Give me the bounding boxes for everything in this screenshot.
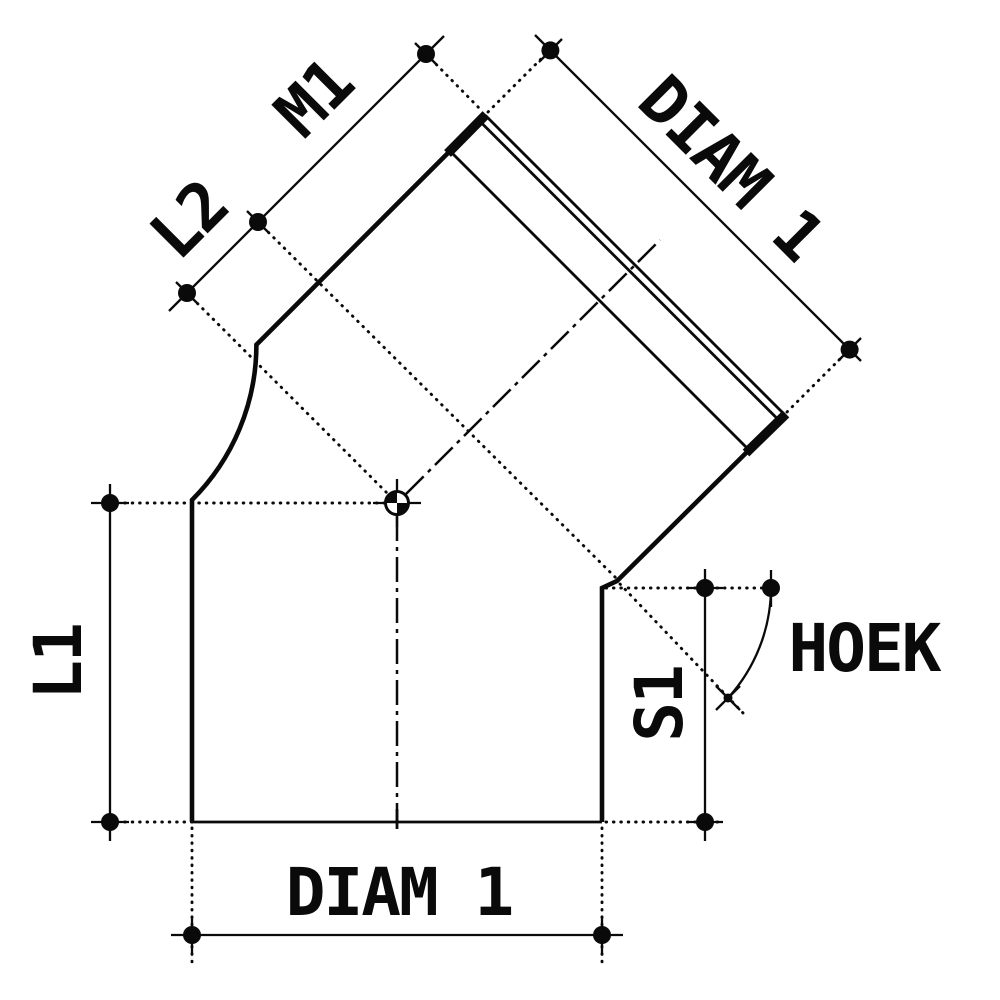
dimension-label-l1: L1: [20, 624, 97, 699]
dimension-label-m1: M1: [260, 44, 368, 152]
diam-top-dimension-line: [534, 34, 862, 362]
l1-endpoint-dot-top: [101, 494, 119, 512]
pipe-left-socket-band: [444, 111, 490, 157]
pipe-right-wall: [599, 448, 751, 822]
diam-bottom-endpoint-dot-left: [183, 926, 201, 944]
diam-bottom-endpoint-dot-right: [593, 926, 611, 944]
dimension-label-l2: L2: [135, 166, 243, 274]
hoek-angle-arc: [727, 587, 773, 699]
diam-top-endpoint-dot-upper: [541, 41, 560, 60]
s1-endpoint-dot-top: [696, 579, 714, 597]
l1-endpoint-dot-bottom: [101, 813, 119, 831]
dimension-diam-bottom: DIAM 1: [171, 826, 623, 965]
pipe-right-socket-band: [742, 410, 790, 457]
pipe-left-wall: [189, 149, 452, 822]
pipe-outline: [189, 111, 790, 829]
dimension-l1: L1: [20, 484, 388, 841]
dimension-label-hoek: HOEK: [789, 610, 942, 687]
pipe-mouth-face-inner: [478, 120, 780, 422]
l2-endpoint-dot: [178, 284, 196, 302]
hoek-x-tick-2: [715, 685, 741, 711]
m1-l2-extension-middle: [256, 220, 618, 580]
pipe-socket-depth-line: [449, 150, 750, 451]
centerline-45deg: [405, 239, 661, 495]
center-mark-quadrant-nw: [385, 491, 397, 503]
dimension-hoek: HOEK: [618, 570, 944, 716]
center-mark-quadrant-se: [397, 503, 409, 515]
centerlines: [395, 239, 661, 822]
m1-l2-shared-dot: [249, 213, 267, 231]
m1-l2-dimension-line: [168, 35, 445, 312]
dimension-label-s1: S1: [621, 666, 698, 741]
diam-top-endpoint-dot-lower: [840, 340, 859, 359]
s1-endpoint-dot-bottom: [696, 813, 714, 831]
dimension-label-diam-top: DIAM 1: [624, 61, 839, 276]
m1-endpoint-dot: [417, 45, 435, 63]
l2-extension-to-center: [185, 291, 391, 497]
dimension-m1-l2: M1 L2: [135, 35, 618, 580]
center-mark: [373, 479, 421, 527]
pipe-mouth-face-outer: [484, 114, 786, 416]
dimension-label-diam-bottom: DIAM 1: [286, 854, 512, 931]
dimension-s1: S1: [604, 569, 782, 841]
